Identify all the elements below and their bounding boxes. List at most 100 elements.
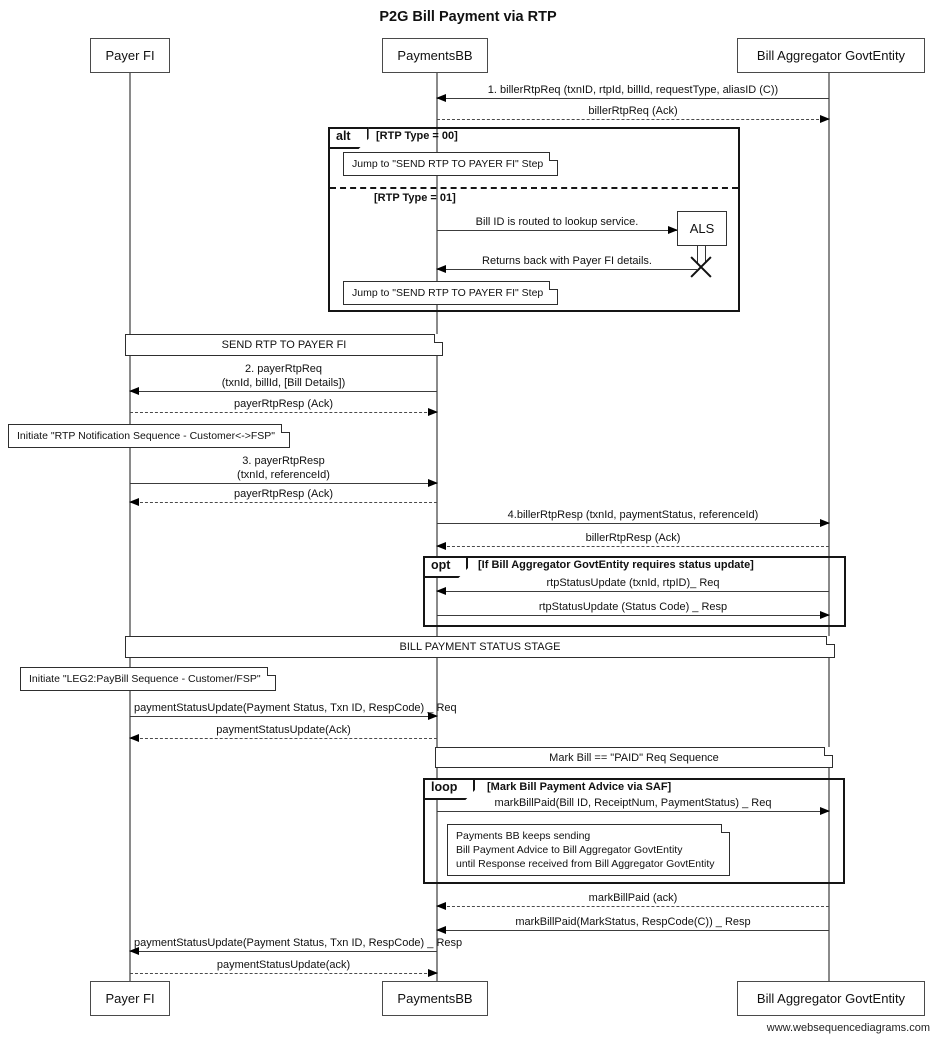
fold-corner-icon — [824, 747, 833, 756]
fold-corner-icon — [549, 152, 559, 161]
opt-guard: [If Bill Aggregator GovtEntity requires … — [478, 559, 754, 571]
message-label: billerRtpResp (Ack) — [585, 532, 681, 544]
band-label: SEND RTP TO PAYER FI — [221, 339, 347, 351]
message-label: markBillPaid(Bill ID, ReceiptNum, Paymen… — [494, 797, 772, 809]
arrow-line — [129, 497, 437, 506]
arrowhead-icon — [436, 925, 446, 934]
note-text: Initiate "LEG2:PayBill Sequence - Custom… — [29, 673, 261, 685]
opt-fragment-tab: opt — [423, 556, 468, 578]
lifeline-payments-bb — [436, 73, 438, 981]
arrowhead-icon — [668, 225, 678, 234]
message-label: Bill ID is routed to lookup service. — [475, 216, 639, 228]
arrow-line — [436, 586, 829, 595]
message-payer-rtp-resp-ack-2: payerRtpResp (Ack) — [129, 488, 437, 506]
alt-fragment-tab: alt — [328, 127, 369, 149]
message-payment-status-update-resp: paymentStatusUpdate(Payment Status, Txn … — [129, 937, 462, 955]
band-label: BILL PAYMENT STATUS STAGE — [399, 641, 561, 653]
fold-corner-icon — [266, 667, 276, 676]
arrow-line — [437, 806, 830, 815]
arrow-line — [129, 386, 437, 395]
message-label: Returns back with Payer FI details. — [482, 255, 652, 267]
actor-label: ALS — [689, 221, 715, 236]
note-text-line: until Response received from Bill Aggreg… — [456, 858, 715, 870]
stage-band-bill-payment-status: BILL PAYMENT STATUS STAGE — [125, 636, 835, 658]
arrowhead-icon — [436, 586, 446, 595]
arrow-line — [130, 407, 438, 416]
arrowhead-icon — [428, 407, 438, 416]
fragment-keyword: alt — [336, 129, 351, 143]
message-label: rtpStatusUpdate (Status Code) _ Resp — [538, 601, 728, 613]
fold-corner-icon — [281, 424, 291, 433]
message-label: rtpStatusUpdate (txnId, rtpID)_ Req — [546, 577, 720, 589]
arrowhead-icon — [428, 478, 438, 487]
arrowhead-icon — [820, 518, 830, 527]
diagram-title: P2G Bill Payment via RTP — [379, 9, 557, 25]
message-rtp-status-update-resp: rtpStatusUpdate (Status Code) _ Resp — [437, 601, 830, 619]
arrowhead-icon — [129, 733, 139, 742]
message-bill-id-lookup: Bill ID is routed to lookup service. — [437, 216, 678, 234]
message-label: paymentStatusUpdate(Payment Status, Txn … — [134, 702, 457, 714]
arrowhead-icon — [428, 968, 438, 977]
arrowhead-icon — [129, 497, 139, 506]
message-label: markBillPaid (ack) — [588, 892, 678, 904]
arrowhead-icon — [129, 946, 139, 955]
band-label: Mark Bill == "PAID" Req Sequence — [549, 752, 719, 764]
arrowhead-icon — [820, 114, 830, 123]
message-label: paymentStatusUpdate(ack) — [216, 959, 351, 971]
note-text: Jump to "SEND RTP TO PAYER FI" Step — [352, 287, 544, 299]
arrowhead-icon — [436, 541, 446, 550]
actor-payer-fi-bottom: Payer FI — [90, 981, 170, 1016]
message-label: paymentStatusUpdate(Ack) — [216, 724, 351, 736]
arrow-line — [437, 610, 830, 619]
arrow-line — [436, 541, 829, 550]
message-payer-rtp-resp-ack-1: payerRtpResp (Ack) — [130, 398, 438, 416]
arrow-line — [130, 968, 438, 977]
message-label: payerRtpResp (Ack) — [233, 488, 334, 500]
message-label: 2. payerRtpReq — [244, 363, 323, 375]
actor-bill-aggregator-bottom: Bill Aggregator GovtEntity — [737, 981, 925, 1016]
arrow-line — [437, 518, 830, 527]
message-mark-bill-paid-req: markBillPaid(Bill ID, ReceiptNum, Paymen… — [437, 797, 830, 815]
destroy-x-icon — [689, 255, 713, 279]
message-biller-rtp-req: 1. billerRtpReq (txnID, rtpId, billId, r… — [436, 84, 829, 102]
lifeline-bill-aggregator — [828, 73, 830, 981]
note-text: Initiate "RTP Notification Sequence - Cu… — [17, 430, 276, 442]
actor-label: Bill Aggregator GovtEntity — [756, 48, 906, 63]
note-jump-send-rtp-2: Jump to "SEND RTP TO PAYER FI" Step — [343, 281, 559, 305]
arrow-line — [436, 925, 829, 934]
message-payer-rtp-resp: 3. payerRtpResp (txnId, referenceId) — [130, 455, 438, 487]
stage-band-send-rtp: SEND RTP TO PAYER FI — [125, 334, 443, 356]
arrowhead-icon — [820, 806, 830, 815]
actor-label: Payer FI — [105, 48, 155, 63]
alt-guard-secondary: [RTP Type = 01] — [374, 192, 456, 204]
arrowhead-icon — [436, 264, 446, 273]
loop-fragment-tab: loop — [423, 778, 475, 800]
arrow-line — [130, 478, 438, 487]
actor-label: Payer FI — [105, 991, 155, 1006]
stage-band-mark-bill-paid: Mark Bill == "PAID" Req Sequence — [435, 747, 833, 768]
message-biller-rtp-resp-ack: billerRtpResp (Ack) — [436, 532, 829, 550]
arrow-line — [436, 264, 697, 273]
message-label: 4.billerRtpResp (txnId, paymentStatus, r… — [507, 509, 759, 521]
note-initiate-rtp-notification: Initiate "RTP Notification Sequence - Cu… — [8, 424, 291, 448]
loop-fragment: loop [Mark Bill Payment Advice via SAF] — [423, 778, 845, 884]
message-label: billerRtpReq (Ack) — [588, 105, 678, 117]
arrowhead-icon — [820, 610, 830, 619]
actor-bill-aggregator-top: Bill Aggregator GovtEntity — [737, 38, 925, 73]
fold-corner-icon — [434, 334, 443, 343]
note-jump-send-rtp-1: Jump to "SEND RTP TO PAYER FI" Step — [343, 152, 559, 176]
note-saf-retry: Payments BB keeps sending Bill Payment A… — [447, 824, 730, 876]
fragment-keyword: opt — [431, 558, 451, 572]
message-payment-status-update-req: paymentStatusUpdate(Payment Status, Txn … — [130, 702, 457, 720]
alt-fragment: alt [RTP Type = 00] [RTP Type = 01] — [328, 127, 740, 312]
arrow-line — [436, 901, 829, 910]
arrowhead-icon — [129, 386, 139, 395]
message-label: markBillPaid(MarkStatus, RespCode(C)) _ … — [515, 916, 751, 928]
message-mark-bill-paid-resp: markBillPaid(MarkStatus, RespCode(C)) _ … — [436, 916, 829, 934]
fold-corner-icon — [720, 824, 730, 833]
fold-corner-icon — [826, 636, 835, 645]
arrow-line — [129, 946, 437, 955]
message-mark-bill-paid-ack: markBillPaid (ack) — [436, 892, 829, 910]
arrowhead-icon — [436, 93, 446, 102]
